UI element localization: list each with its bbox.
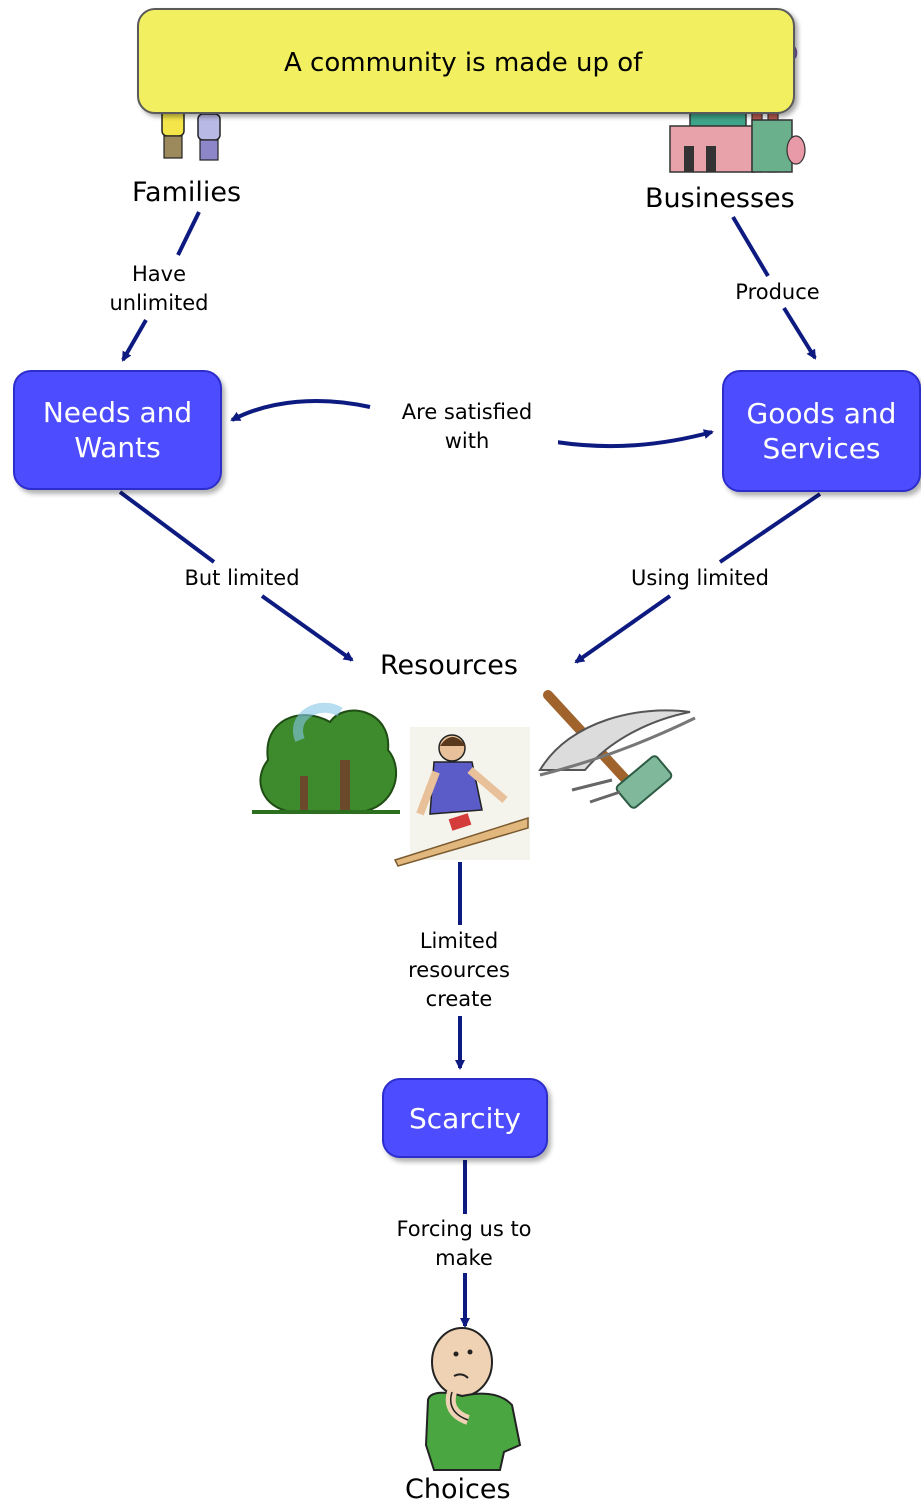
link-label-have-unlimited: Have unlimited [92,260,226,318]
link-butlimited-resources [260,594,354,662]
link-satisfied-needs [230,399,371,422]
scarcity-label: Scarcity [409,1101,521,1135]
link-satisfied-goods [555,429,714,449]
concept-families: Families [132,177,242,208]
concept-goods-and-services: Goods and Services [722,370,921,492]
concept-resources: Resources [380,650,518,681]
goods-and-services-label: Goods and Services [746,397,897,465]
trees-icon [252,702,400,814]
link-label-limited-resources-create: Limited resources create [386,927,532,1014]
concept-scarcity: Scarcity [382,1078,548,1158]
link-label-produce: Produce [720,278,835,307]
link-label-but-limited: But limited [164,564,320,593]
concept-businesses: Businesses [645,183,795,214]
link-goods-using [718,492,822,564]
link-label-forcing-us-to-make: Forcing us to make [370,1215,558,1273]
link-families-have [176,211,201,256]
link-label-using-limited: Using limited [605,564,795,593]
community-banner: A community is made up of [137,8,795,114]
concept-needs-and-wants: Needs and Wants [13,370,222,490]
concept-choices: Choices [405,1474,511,1505]
tools-icon [538,690,696,809]
link-have-needs [121,319,148,362]
thinking-boy-icon [424,1327,522,1471]
banner-title: A community is made up of [284,48,643,78]
link-produce-goods [782,306,817,360]
link-businesses-produce [731,215,770,278]
carpenter-icon [393,727,530,867]
link-label-are-satisfied-with: Are satisfied with [376,398,558,456]
needs-and-wants-label: Needs and Wants [42,396,193,464]
link-needs-butlimited [118,490,216,564]
link-using-resources [574,594,672,664]
